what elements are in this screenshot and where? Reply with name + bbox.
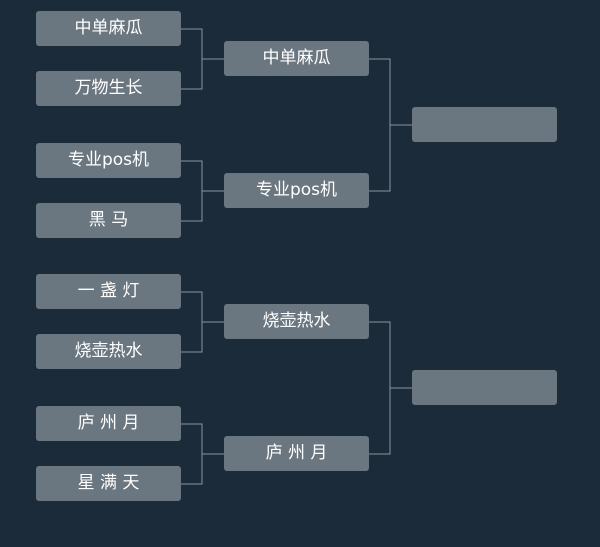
bracket-slot-r1-7: 庐 州 月 [36, 406, 181, 441]
bracket-slot-r2-1: 中单麻瓜 [224, 41, 369, 76]
connector-line [369, 321, 391, 455]
bracket-slot-r2-4: 庐 州 月 [224, 436, 369, 471]
bracket-slot-r1-8: 星 满 天 [36, 466, 181, 501]
bracket-slot-r1-2: 万物生长 [36, 71, 181, 106]
connector-line [181, 291, 203, 353]
bracket-slot-r1-1: 中单麻瓜 [36, 11, 181, 46]
bracket-slot-r3-1 [412, 107, 557, 142]
bracket-slot-r3-2 [412, 370, 557, 405]
bracket-slot-r1-6: 烧壶热水 [36, 334, 181, 369]
connector-line [181, 160, 203, 222]
connector-line [181, 423, 203, 485]
bracket-slot-r1-3: 专业pos机 [36, 143, 181, 178]
bracket-slot-r2-2: 专业pos机 [224, 173, 369, 208]
bracket-slot-r2-3: 烧壶热水 [224, 304, 369, 339]
connector-line [369, 58, 391, 192]
bracket-slot-r1-5: 一 盏 灯 [36, 274, 181, 309]
connector-line [181, 28, 203, 90]
bracket-slot-r1-4: 黑 马 [36, 203, 181, 238]
